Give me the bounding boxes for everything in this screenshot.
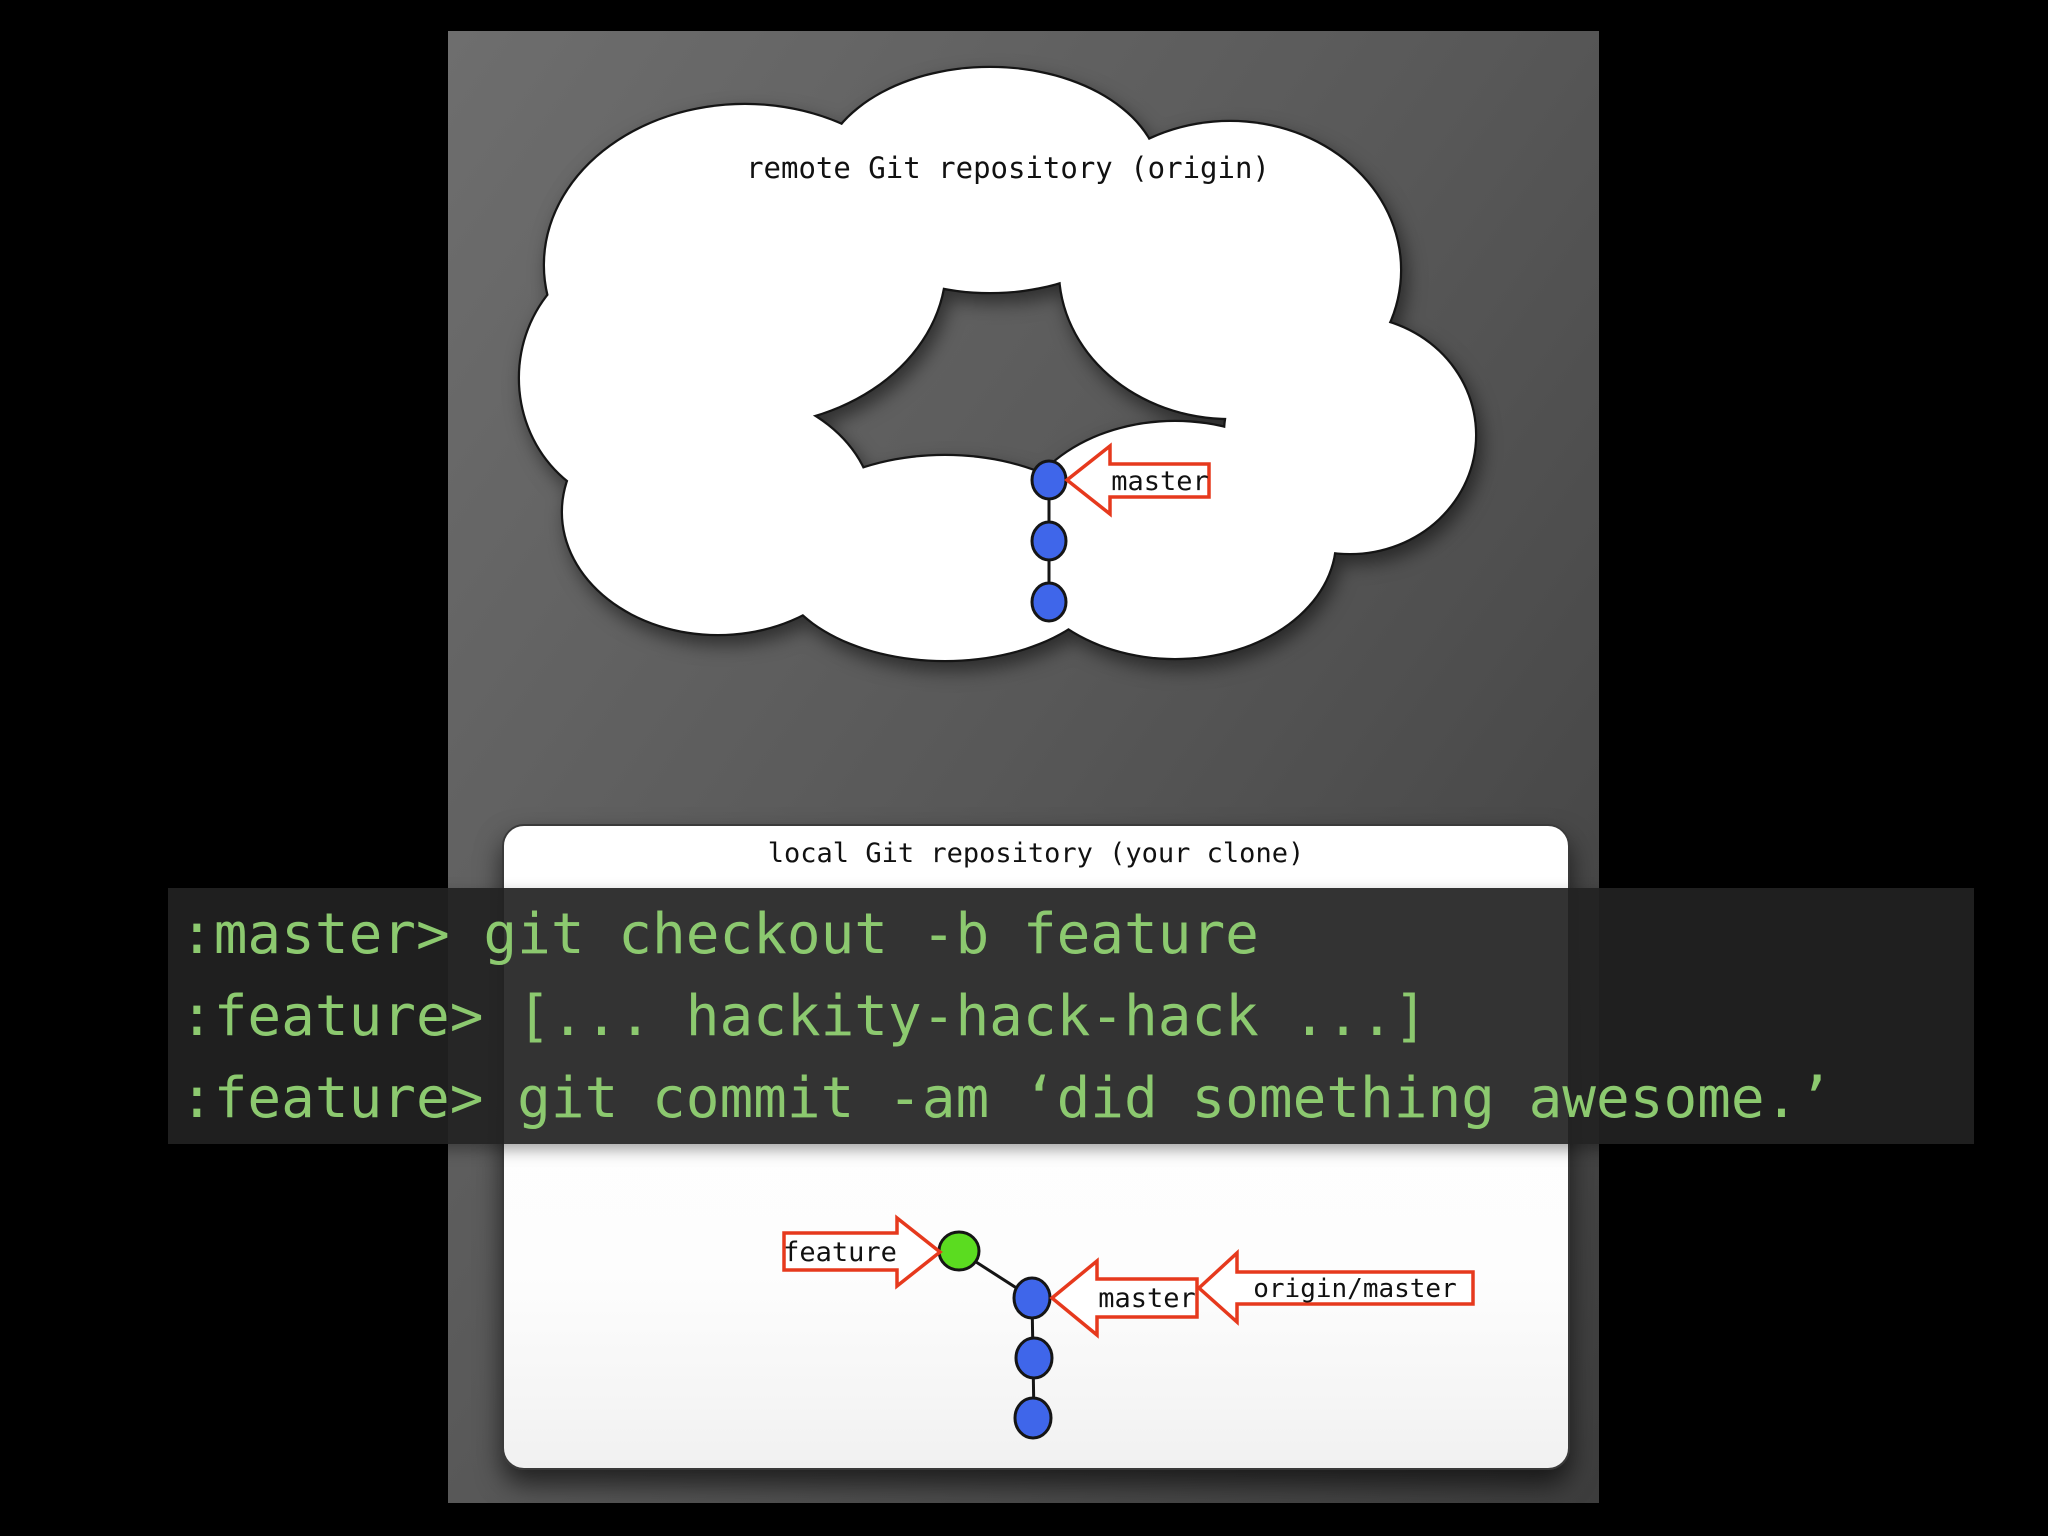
remote-commit-chain <box>1030 459 1068 623</box>
local-origin-master-label: origin/master <box>1253 1274 1457 1304</box>
remote-commit-dot-head <box>1030 459 1068 501</box>
cloud-fill <box>520 68 1475 660</box>
remote-master-label: master <box>1111 466 1209 497</box>
local-feature-commit-dot <box>937 1230 981 1272</box>
local-master-arrow: master <box>1049 1257 1199 1339</box>
terminal-line-1: :master> git checkout -b feature <box>180 902 1259 967</box>
arrow-shape <box>782 1214 943 1290</box>
local-master-commit-dot <box>1012 1276 1052 1320</box>
local-feature-label: feature <box>783 1237 897 1268</box>
remote-commit-dot <box>1030 520 1068 562</box>
local-commit-dot <box>1014 1336 1054 1380</box>
terminal-line-2: :feature> [... hackity-hack-hack ...] <box>180 984 1428 1049</box>
local-origin-master-arrow: origin/master <box>1196 1249 1475 1326</box>
local-master-label: master <box>1098 1283 1196 1314</box>
arrow-shape <box>1064 442 1211 518</box>
local-commit-dot <box>1013 1396 1053 1440</box>
local-repo-title: local Git repository (your clone) <box>767 838 1305 869</box>
terminal-overlay: :master> git checkout -b feature :featur… <box>168 888 1974 1144</box>
terminal-line-3: :feature> git commit -am ‘did something … <box>180 1066 1833 1131</box>
remote-repo-title: remote Git repository (origin) <box>746 151 1270 185</box>
arrow-shape <box>1196 1249 1475 1326</box>
remote-master-arrow: master <box>1064 442 1211 518</box>
arrow-shape <box>1049 1257 1199 1339</box>
remote-commit-dot <box>1030 581 1068 623</box>
local-feature-arrow: feature <box>782 1214 943 1290</box>
local-commit-chain <box>937 1230 1054 1440</box>
